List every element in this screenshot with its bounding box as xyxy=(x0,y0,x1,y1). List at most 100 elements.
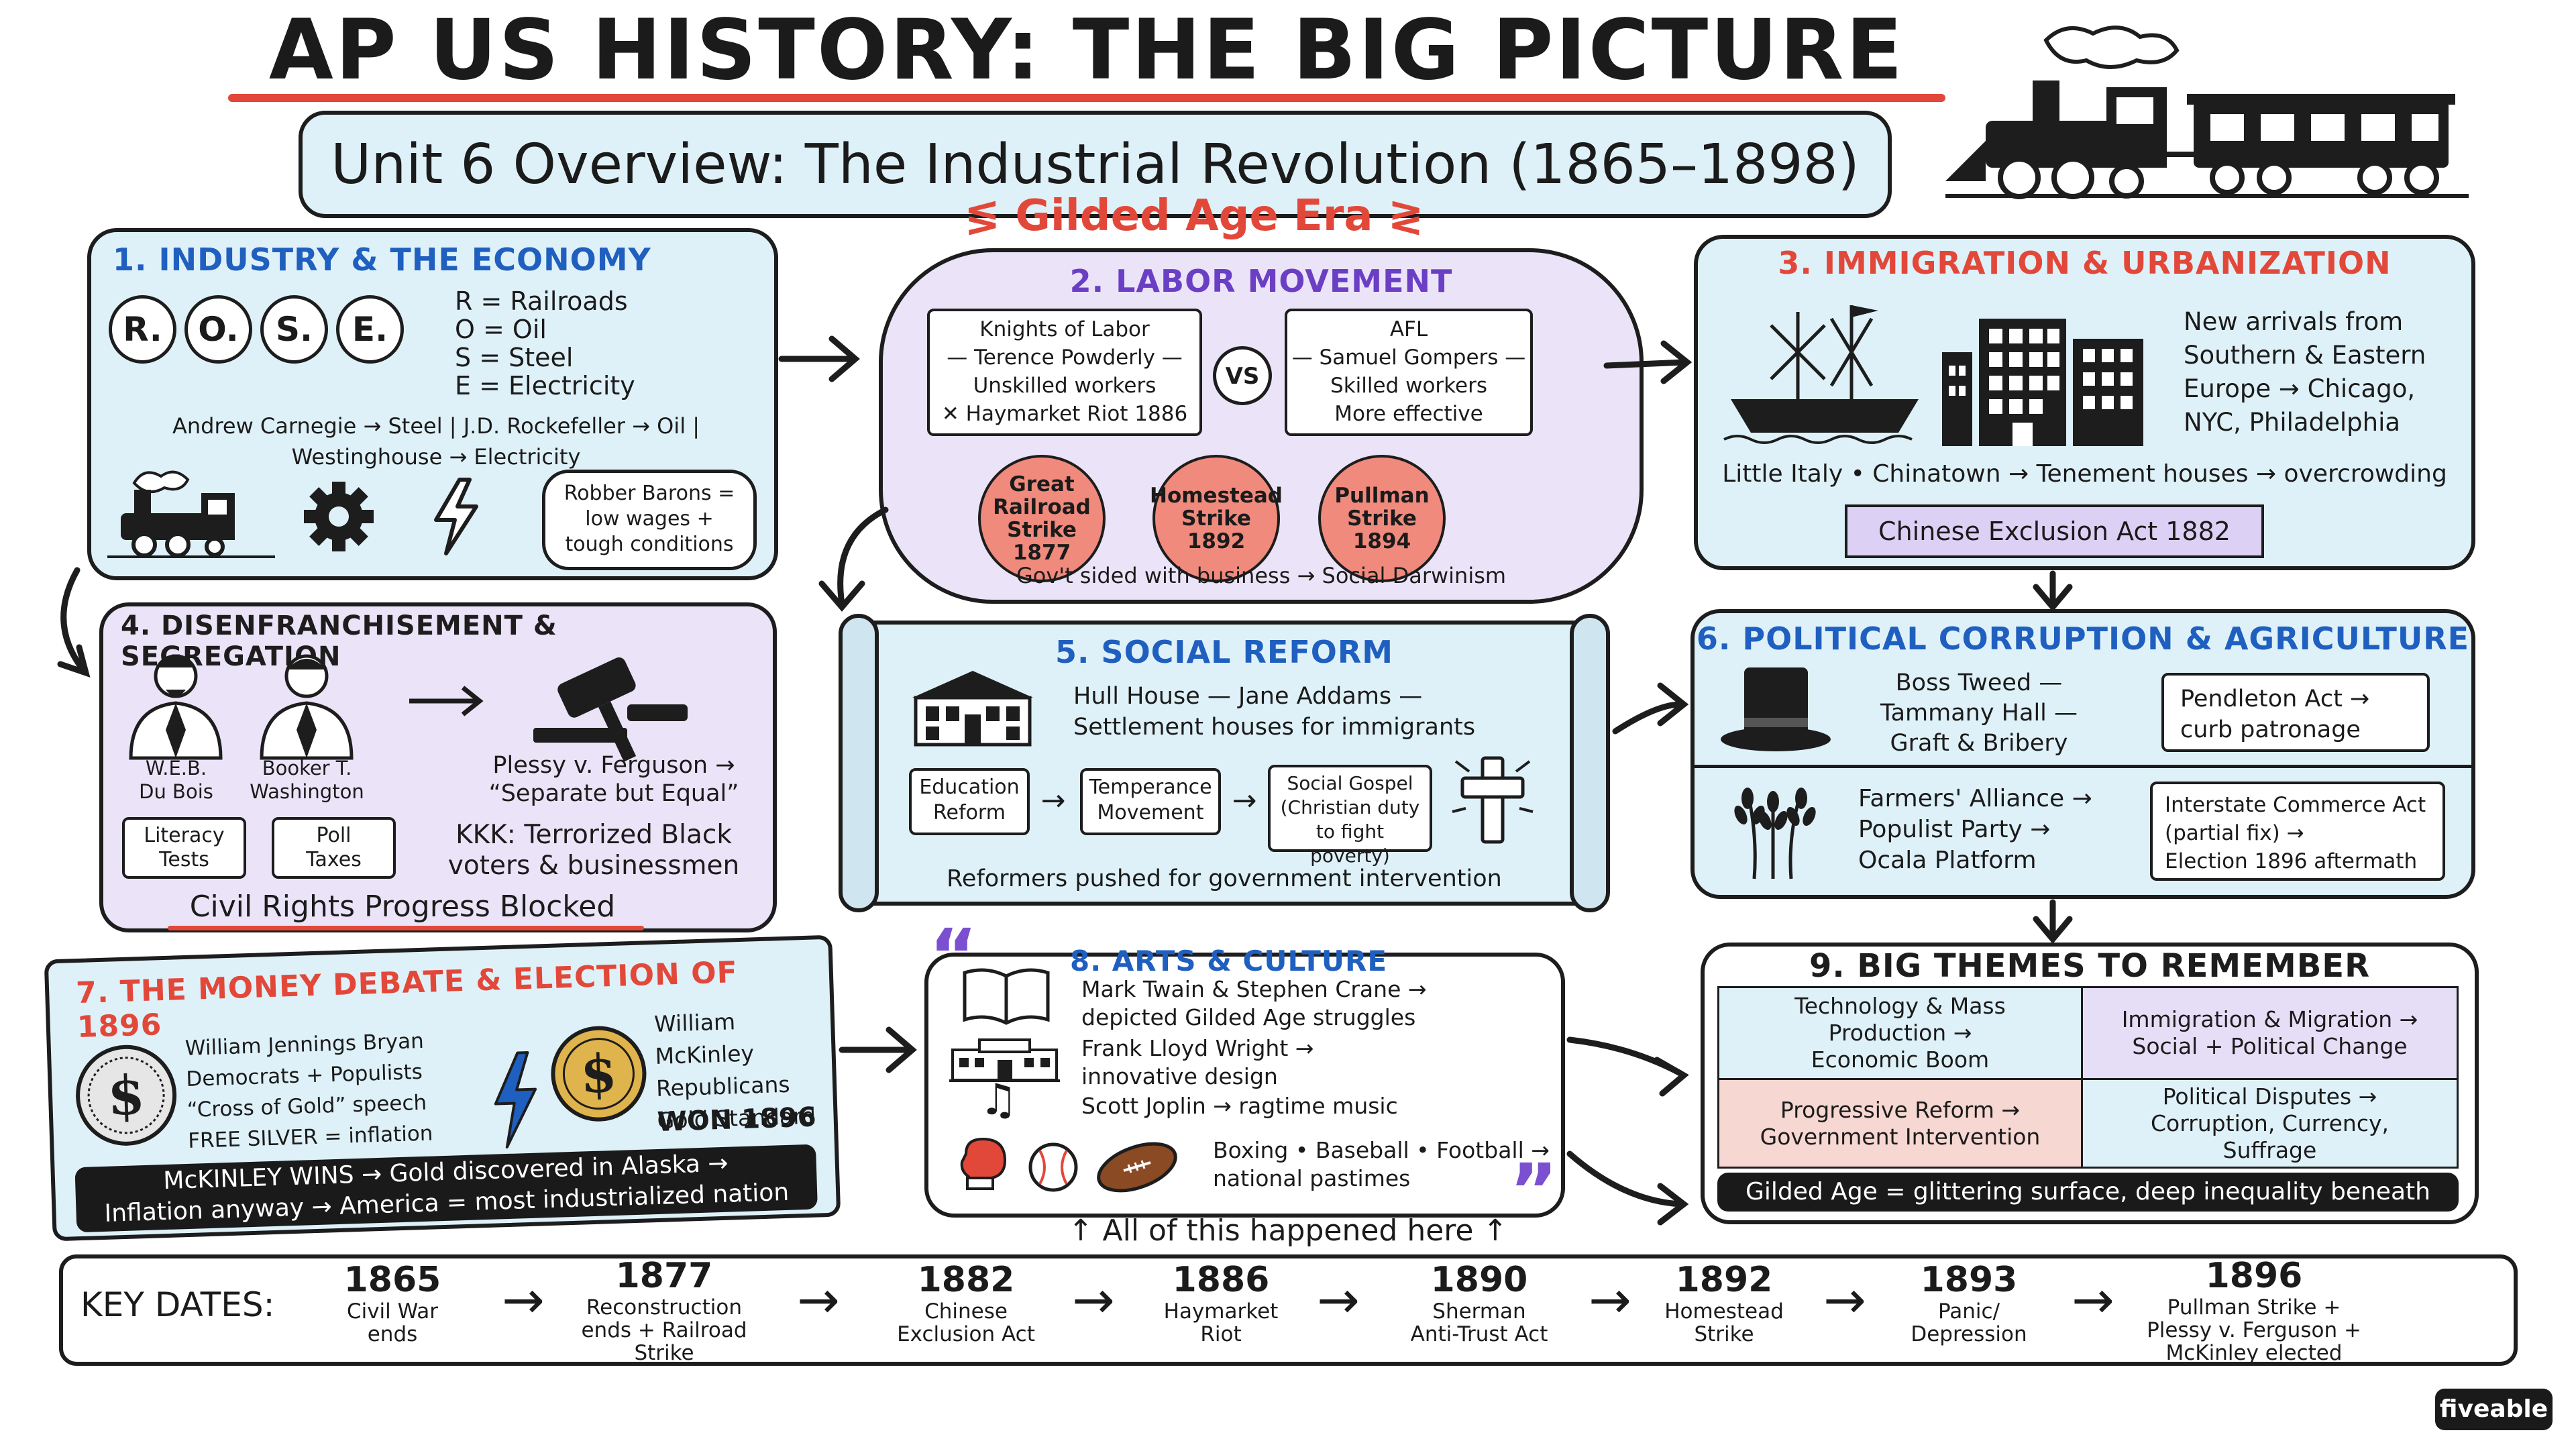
frank-lloyd-wright-text: Frank Lloyd Wright → innovative design xyxy=(1081,1035,1314,1089)
arrow-icon: → xyxy=(1072,1270,1115,1330)
arrow-icon: → xyxy=(1040,784,1066,818)
timeline-item: 1890 Sherman Anti-Trust Act xyxy=(1379,1260,1580,1346)
silver-dollar-icon: $ xyxy=(76,1044,177,1146)
poll-taxes-box: Poll Taxes xyxy=(272,817,396,879)
boxing-glove-icon xyxy=(960,1137,1007,1190)
book-icon xyxy=(963,968,1050,1025)
new-arrivals-text: New arrivals from Southern & Eastern Eur… xyxy=(2184,307,2426,437)
panel-money-debate: 7. THE MONEY DEBATE & ELECTION OF 1896 $… xyxy=(44,934,841,1242)
plessy-v-ferguson: Plessy v. Ferguson → “Separate but Equal… xyxy=(488,752,739,807)
gold-dollar-icon: $ xyxy=(551,1026,647,1122)
key-dates-label: KEY DATES: xyxy=(80,1285,275,1324)
timeline-desc: Panic/ Depression xyxy=(1911,1299,2027,1346)
gear-icon xyxy=(304,482,374,551)
knights-of-labor-box: Knights of Labor — Terence Powderly — Un… xyxy=(927,309,1202,436)
big-themes-footer: Gilded Age = glittering surface, deep in… xyxy=(1717,1173,2459,1212)
boss-tweed-text: Boss Tweed — Tammany Hall — Graft & Brib… xyxy=(1880,669,2078,757)
hull-house-icon xyxy=(912,671,1033,747)
theme-technology: Technology & Mass Production → Economic … xyxy=(1717,986,2083,1080)
scroll-left-roll xyxy=(839,614,879,912)
timeline-year: 1892 xyxy=(1675,1260,1773,1300)
arrow-icon: → xyxy=(797,1270,840,1330)
robber-barons-bubble: Robber Barons = low wages + tough condit… xyxy=(542,470,757,570)
scott-joplin-text: Scott Joplin → ragtime music xyxy=(1081,1093,1398,1119)
locomotive-icon xyxy=(107,470,275,558)
music-note-icon: ♫ xyxy=(979,1075,1018,1125)
timeline-item: 1892 Homestead Strike xyxy=(1640,1260,1808,1346)
rose-letter-r: R. xyxy=(109,295,176,364)
arrow-icon: → xyxy=(2072,1270,2114,1330)
vs-badge: VS xyxy=(1213,346,1272,405)
twain-crane-text: Mark Twain & Stephen Crane → depicted Gi… xyxy=(1081,976,1427,1030)
timeline-item: 1865 Civil War ends xyxy=(309,1260,476,1346)
industry-leaders: Andrew Carnegie → Steel | J.D. Rockefell… xyxy=(172,413,700,470)
unit-subtitle: Unit 6 Overview: The Industrial Revoluti… xyxy=(299,111,1892,218)
panel8-title: 8. ARTS & CULTURE xyxy=(1070,945,1388,977)
quote-close-icon: ” xyxy=(1509,1148,1558,1234)
interstate-commerce-box: Interstate Commerce Act (partial fix) → … xyxy=(2150,782,2445,881)
strike-homestead-1892: Homestead Strike 1892 xyxy=(1150,455,1283,582)
panel-social-reform xyxy=(852,621,1597,906)
title-underline xyxy=(228,94,1945,102)
timeline-item: 1882 Chinese Exclusion Act xyxy=(872,1260,1060,1346)
timeline-desc: Civil War ends xyxy=(346,1299,439,1346)
page-title: AP US HISTORY: THE BIG PICTURE xyxy=(268,2,1905,99)
afl-box: AFL — Samuel Gompers — Skilled workers M… xyxy=(1285,309,1533,436)
timeline-year: 1886 xyxy=(1172,1260,1270,1300)
timeline-desc: Homestead Strike xyxy=(1664,1299,1784,1346)
panel1-title: 1. INDUSTRY & THE ECONOMY xyxy=(113,241,651,278)
top-hat-icon xyxy=(1721,667,1831,751)
era-label: ≶ Gilded Age Era ≷ xyxy=(953,189,1436,243)
washington-label: Booker T. Washington xyxy=(250,757,364,803)
timeline-desc: Chinese Exclusion Act xyxy=(897,1299,1035,1346)
timeline-item: 1886 Haymarket Riot xyxy=(1134,1260,1308,1346)
timeline-pointer: ↑ All of this happened here ↑ xyxy=(1068,1214,1508,1248)
svg-text:$: $ xyxy=(580,1043,618,1106)
key-dates-timeline xyxy=(59,1254,2518,1366)
arrow-icon: → xyxy=(1589,1270,1631,1330)
era-text: Gilded Age Era xyxy=(1015,191,1373,241)
building-icon xyxy=(949,1038,1060,1082)
timeline-desc: Reconstruction ends + Railroad Strike xyxy=(581,1295,747,1365)
rose-letter-o: O. xyxy=(184,295,252,364)
timeline-desc: Sherman Anti-Trust Act xyxy=(1410,1299,1548,1346)
timeline-item: 1896 Pullman Strike + Plessy v. Ferguson… xyxy=(2133,1256,2375,1364)
timeline-year: 1893 xyxy=(1920,1260,2018,1300)
timeline-item: 1877 Reconstruction ends + Railroad Stri… xyxy=(564,1256,765,1364)
timeline-desc: Pullman Strike + Plessy v. Ferguson + Mc… xyxy=(2147,1295,2361,1365)
baseball-icon xyxy=(1028,1142,1078,1192)
football-icon xyxy=(1097,1142,1177,1193)
sports-text: Boxing • Baseball • Football → national … xyxy=(1213,1137,1550,1191)
du-bois-label: W.E.B. Du Bois xyxy=(139,757,213,803)
timeline-year: 1882 xyxy=(917,1260,1015,1300)
arrow-icon: → xyxy=(502,1270,545,1330)
timeline-item: 1893 Panic/ Depression xyxy=(1885,1260,2053,1346)
panel6-title: 6. POLITICAL CORRUPTION & AGRICULTURE xyxy=(1696,621,2470,657)
farmers-alliance-text: Farmers' Alliance → Populist Party → Oca… xyxy=(1858,785,2092,874)
timeline-year: 1865 xyxy=(343,1260,441,1300)
panel3-title: 3. IMMIGRATION & URBANIZATION xyxy=(1778,245,2392,281)
labor-footer: Gov't sided with business → Social Darwi… xyxy=(1016,563,1507,588)
strike-pullman-1894: Pullman Strike 1894 xyxy=(1318,455,1446,582)
du-bois-portrait xyxy=(129,654,223,760)
fiveable-logo: fiveable xyxy=(2435,1389,2553,1430)
civil-rights-blocked: Civil Rights Progress Blocked xyxy=(189,890,616,924)
timeline-year: 1890 xyxy=(1430,1260,1528,1300)
timeline-year: 1877 xyxy=(615,1256,713,1296)
mckinley-won: WON 1896 xyxy=(657,1102,817,1138)
ship-icon xyxy=(1723,305,1919,444)
kkk-text: KKK: Terrorized Black voters & businessm… xyxy=(447,820,740,881)
arrow-icon: → xyxy=(1823,1270,1866,1330)
lightning-icon xyxy=(494,1051,537,1149)
lightning-icon xyxy=(434,478,478,555)
timeline-desc: Haymarket Riot xyxy=(1163,1299,1279,1346)
pendleton-act-box: Pendleton Act → curb patronage xyxy=(2161,673,2430,752)
panel-corruption-agriculture xyxy=(1690,609,2475,899)
city-buildings-icon xyxy=(1942,319,2143,446)
literacy-tests-box: Literacy Tests xyxy=(122,817,246,879)
arrow-icon: → xyxy=(1232,784,1257,818)
theme-political-disputes: Political Disputes → Corruption, Currenc… xyxy=(2081,1078,2459,1169)
bryan-text: William Jennings Bryan Democrats + Popul… xyxy=(184,1028,433,1153)
timeline-year: 1896 xyxy=(2205,1256,2303,1296)
hull-house-text: Hull House — Jane Addams — Settlement ho… xyxy=(1073,683,1476,741)
